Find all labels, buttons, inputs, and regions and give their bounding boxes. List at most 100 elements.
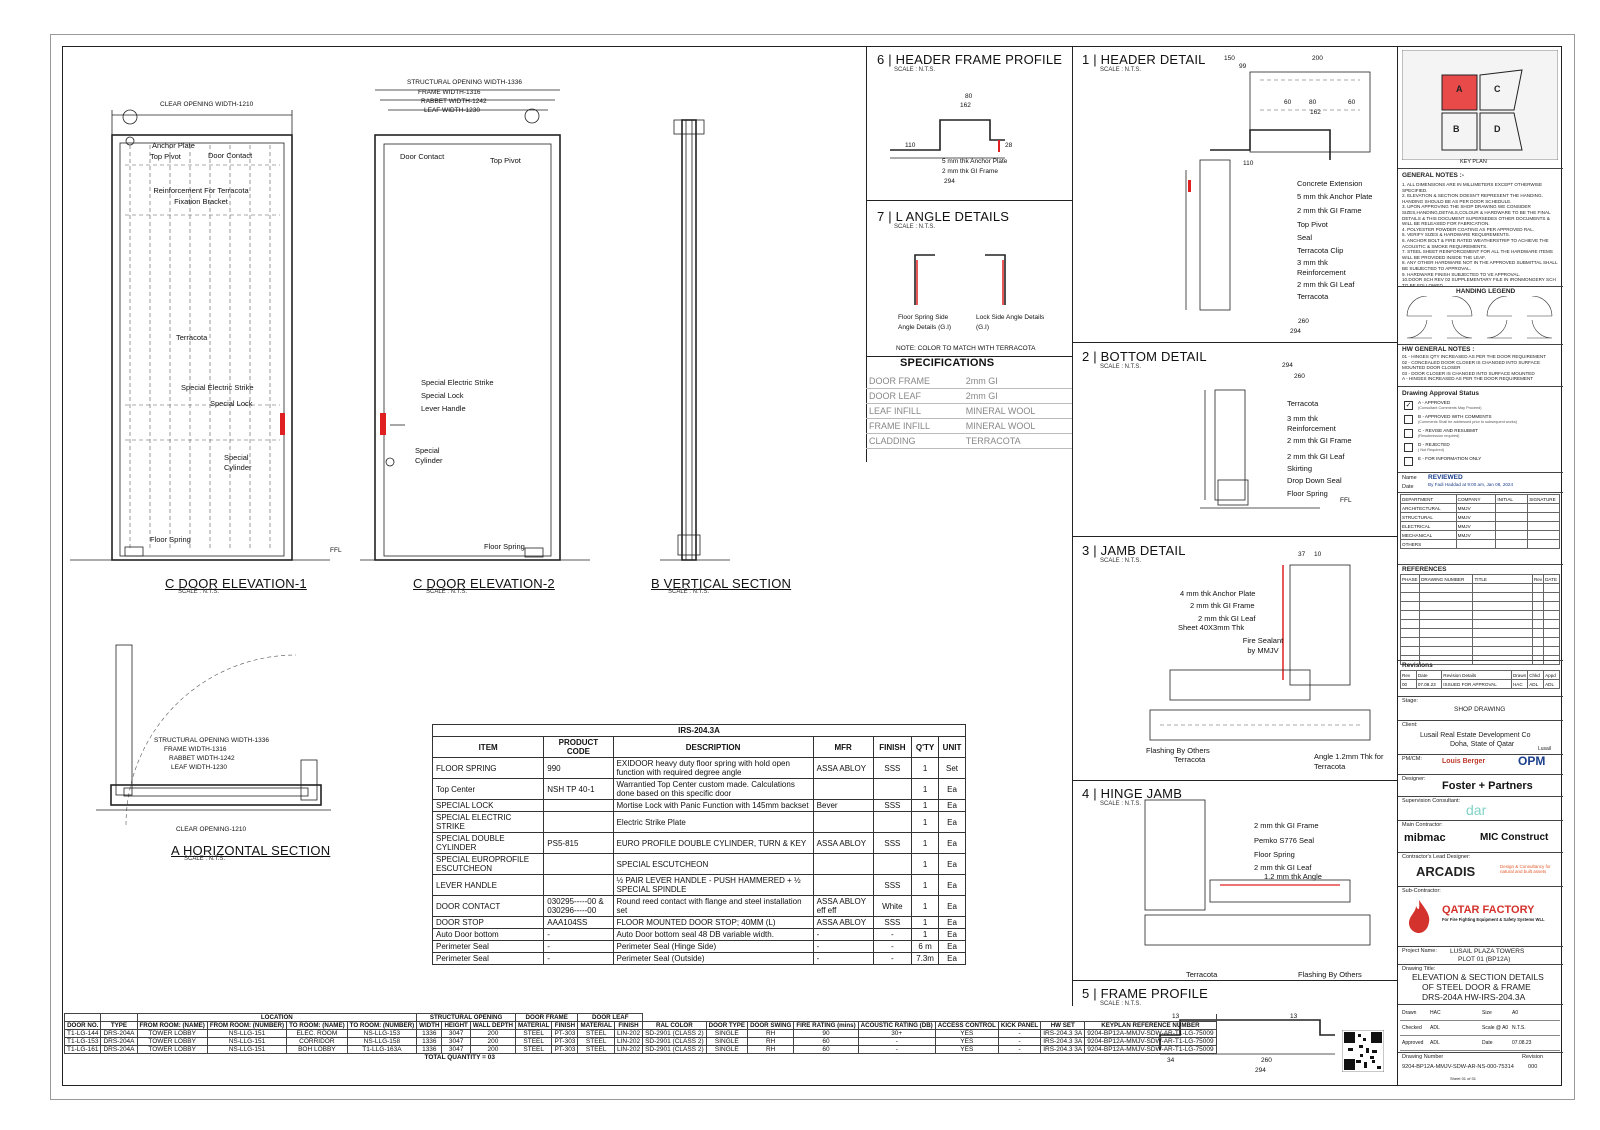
- schedule-col-header: ACOUSTIC RATING (DB): [857, 1021, 936, 1030]
- detail2-label: Terracota: [1287, 399, 1319, 408]
- table-cell: [1399, 628, 1421, 638]
- hardware-cell: [543, 811, 614, 833]
- hardware-cell: Ea: [938, 895, 966, 917]
- hardware-cell: 1: [911, 799, 940, 812]
- horizontal-section-scale: SCALE : N.T.S.: [184, 856, 226, 862]
- divider: [1072, 342, 1398, 344]
- group-header: DOOR LEAF: [577, 1013, 644, 1022]
- louis-berger-logo: Louis Berger: [1442, 758, 1486, 765]
- hardware-cell: Set: [938, 757, 966, 779]
- drawing-title-label: Drawing Title:: [1402, 966, 1436, 972]
- bottom-detail-drawing: [1200, 389, 1320, 509]
- meta-field: Approved: [1402, 1040, 1424, 1046]
- detail4-label: 2 mm thk GI Frame: [1254, 821, 1319, 830]
- table-header-cell: TITLE: [1472, 574, 1533, 584]
- hardware-cell: -: [812, 928, 874, 941]
- detail1-label: Seal: [1297, 233, 1313, 242]
- elev1-label: Floor Spring: [150, 535, 191, 544]
- table-cell: [1531, 601, 1545, 611]
- table-cell: [1419, 646, 1474, 656]
- table-header-cell: DATE: [1543, 574, 1560, 584]
- header-detail-drawing: [1185, 71, 1371, 311]
- table-header-cell: Chkd: [1527, 670, 1545, 680]
- spec-value: MINERAL WOOL: [962, 403, 1072, 419]
- hardware-cell: SPECIAL ELECTRIC STRIKE: [431, 811, 545, 833]
- detail4-label: Flashing By Others: [1298, 970, 1362, 979]
- table-cell: [1419, 619, 1474, 629]
- elevation-1-drawing: [70, 109, 330, 561]
- schedule-cell: 3047: [441, 1037, 471, 1046]
- detail3-dim: 37: [1298, 551, 1306, 558]
- hardware-cell: -: [812, 952, 874, 965]
- schedule-cell: IRS-204.3 3A: [1040, 1037, 1086, 1046]
- hardware-cell: [812, 874, 874, 896]
- hardware-cell: -: [872, 952, 913, 965]
- spec-key: LEAF INFILL: [866, 403, 963, 419]
- table-cell: [1495, 530, 1529, 540]
- keyplan-label: KEY PLAN: [1460, 159, 1487, 165]
- checkbox-icon[interactable]: [1404, 443, 1413, 452]
- detail4-label: 2 mm thk GI Leaf: [1254, 863, 1312, 872]
- detail4-label: 1.2 mm thk Angle: [1264, 872, 1322, 881]
- drawing-number-label: Drawing Number: [1402, 1054, 1444, 1060]
- table-header-cell: Rev: [1531, 574, 1545, 584]
- spec-key: DOOR FRAME: [866, 374, 963, 389]
- schedule-cell: 3047: [441, 1045, 471, 1054]
- hardware-cell: Ea: [938, 832, 966, 854]
- schedule-cell: -: [997, 1037, 1042, 1046]
- project-plot: PLOT 01 (BP12A): [1458, 956, 1511, 963]
- stage-label: Stage:: [1402, 698, 1418, 704]
- hardware-cell: Round reed contact with flange and steel…: [612, 895, 814, 917]
- table-cell: 07.08.23: [1415, 679, 1443, 689]
- horizontal-section-drawing: [96, 644, 331, 826]
- schedule-cell: DRS-204A: [100, 1037, 138, 1046]
- spec-value: 2mm GI: [962, 388, 1072, 404]
- detail2-label: Floor Spring: [1287, 489, 1328, 498]
- table-cell: [1527, 503, 1560, 513]
- table-cell: [1455, 539, 1497, 549]
- table-cell: MMJV: [1455, 530, 1497, 540]
- schedule-col-header: TO ROOM: (NUMBER): [346, 1021, 418, 1030]
- table-cell: [1531, 628, 1545, 638]
- hardware-cell: Warrantied Top Center custom made. Calcu…: [612, 778, 814, 800]
- hardware-cell: Ea: [938, 799, 966, 812]
- detail2-label: FFL: [1340, 497, 1352, 504]
- hsection-dim: LEAF WIDTH-1230: [171, 764, 227, 771]
- hardware-cell: 1: [911, 853, 940, 875]
- hardware-cell: Ea: [938, 916, 966, 929]
- hardware-cell: DOOR CONTACT: [431, 895, 545, 917]
- table-header-cell: Rev: [1400, 670, 1417, 680]
- hardware-cell: Perimeter Seal (Hinge Side): [612, 940, 814, 953]
- general-note: 8. ANY OTHER HARDWARE NOT IN THE APPROVE…: [1402, 260, 1558, 271]
- approval-list: ✓A - APPROVED(Consultant Comments May Pr…: [1402, 400, 1560, 470]
- client-logo: Lusail: [1538, 746, 1552, 752]
- detail5-dim: 34: [1167, 1057, 1175, 1064]
- elev2-label: Special Electric Strike: [421, 378, 494, 387]
- detail7-label: Lock Side Angle Details (G.I): [976, 314, 1045, 331]
- detail-2-scale: SCALE : N.T.S.: [1100, 364, 1142, 370]
- checkbox-icon[interactable]: [1404, 415, 1413, 424]
- schedule-cell: 60: [793, 1045, 859, 1054]
- checkbox-icon[interactable]: [1404, 457, 1413, 466]
- checked-checkbox-icon[interactable]: ✓: [1404, 401, 1413, 410]
- hardware-cell: -: [543, 940, 614, 953]
- hinge-jamb-drawing: [1144, 799, 1371, 946]
- group-header: LOCATION: [136, 1013, 418, 1022]
- divider: [1072, 780, 1398, 782]
- hardware-cell: [543, 799, 614, 812]
- detail7-label: Floor Spring Side Angle Details (G.I): [898, 314, 952, 331]
- table-cell: ARCHITECTURAL: [1400, 503, 1457, 513]
- hardware-cell: 990: [543, 757, 614, 779]
- header-frame-profile-drawing: [890, 119, 1005, 159]
- hardware-cell: DOOR STOP: [431, 916, 545, 929]
- schedule-cell: NS-LLG-153: [346, 1029, 418, 1038]
- checkbox-icon[interactable]: [1404, 429, 1413, 438]
- table-cell: [1472, 592, 1533, 602]
- qr-code-icon: [1342, 1030, 1384, 1072]
- hw-note: 01 - HINGES QTY INCREASED AS PER THE DOO…: [1402, 354, 1547, 359]
- detail-4-title: 4 | HINGE JAMB: [1082, 786, 1183, 801]
